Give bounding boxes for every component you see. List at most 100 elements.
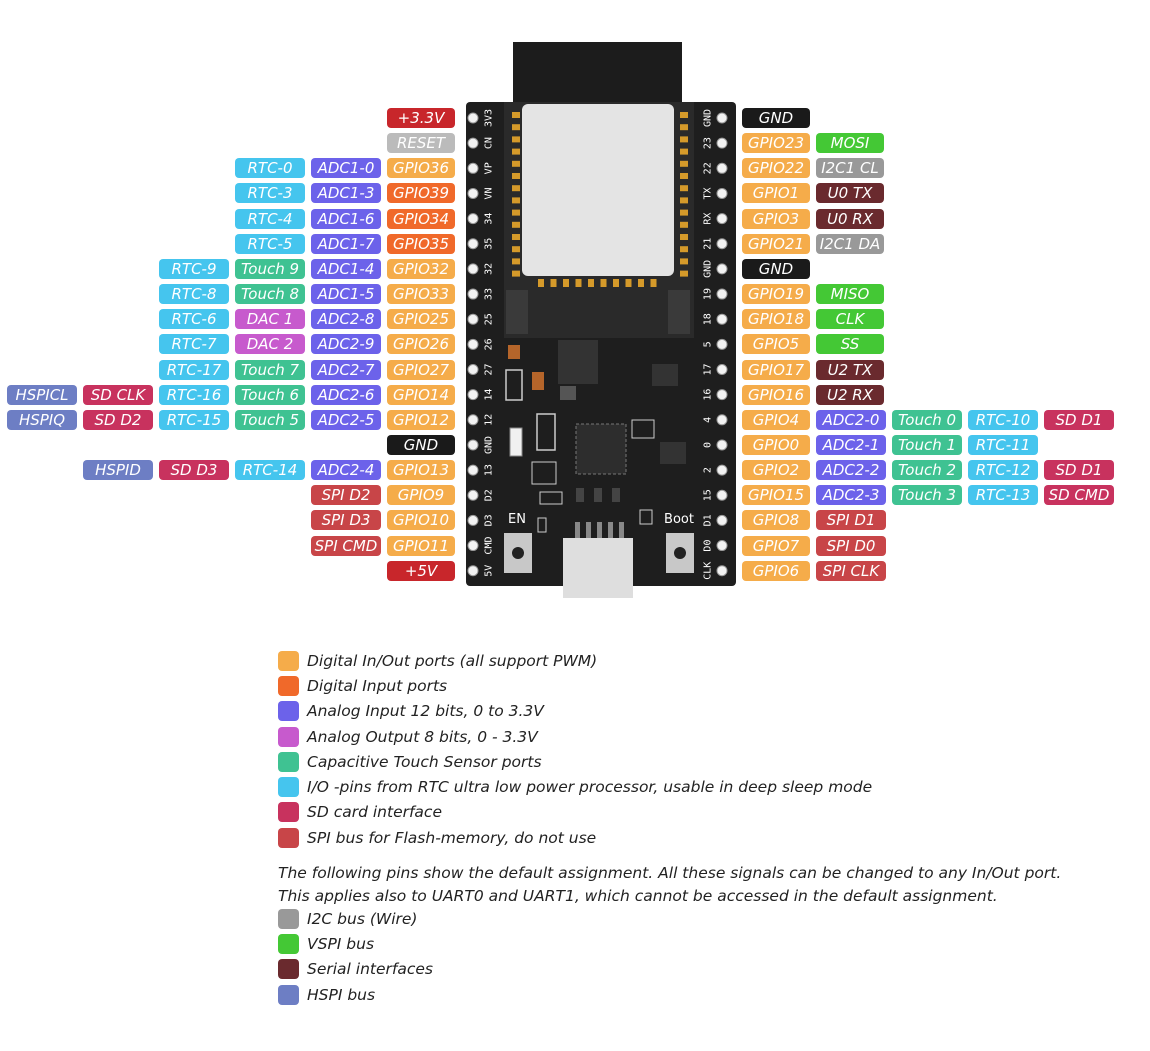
pin-silk-label: GND	[484, 436, 495, 454]
diode	[576, 488, 584, 502]
pin-label-spi-d0: SPI D0	[816, 535, 886, 556]
pin-label-gpio3: GPIO3	[742, 208, 810, 229]
castellation-pad	[680, 209, 688, 216]
pin-hole	[716, 489, 728, 501]
castellation-pad	[680, 173, 688, 179]
legend-swatch	[278, 827, 299, 848]
legend-item: VSPI bus	[278, 931, 1138, 956]
legend-item: HSPI bus	[278, 982, 1138, 1007]
legend: Digital In/Out ports (all support PWM)Di…	[278, 648, 1138, 850]
castellation-pad	[512, 148, 520, 155]
pin-hole	[716, 213, 728, 225]
pin-hole	[467, 263, 479, 275]
pin-label-dac-1: DAC 1	[235, 309, 305, 330]
legend-text: VSPI bus	[307, 934, 375, 953]
pin-label-gpio32: GPIO32	[387, 258, 455, 279]
pin-silk-label: CN	[484, 137, 495, 149]
legend-swatch	[278, 908, 299, 929]
castellation-pad	[512, 173, 520, 179]
pin-hole	[716, 137, 728, 149]
usb-pins	[575, 522, 624, 542]
pin-silk-label: 33	[484, 288, 495, 300]
pin-label-gpio0: GPIO0	[742, 434, 810, 455]
pin-label-gpio27: GPIO27	[387, 359, 455, 380]
pin-hole	[467, 414, 479, 426]
smd-part	[539, 491, 563, 505]
legend-swatch	[278, 984, 299, 1005]
pin-label-gpio19: GPIO19	[742, 284, 810, 305]
transistor	[660, 442, 686, 464]
pin-hole	[716, 514, 728, 526]
castellation-pad	[512, 160, 520, 167]
pin-hole	[716, 238, 728, 250]
pin-label-touch-7: Touch 7	[235, 359, 305, 380]
castellation-pad	[680, 234, 688, 240]
pin-label-dac-2: DAC 2	[235, 334, 305, 355]
note-line-1: The following pins show the default assi…	[278, 864, 1062, 882]
pin-label-touch-3: Touch 3	[892, 485, 962, 506]
legend-text: Serial interfaces	[307, 960, 433, 979]
pin-label-rtc-9: RTC-9	[159, 258, 229, 279]
legend-text: Analog Input 12 bits, 0 to 3.3V	[307, 702, 544, 721]
pin-label-adc1-4: ADC1-4	[311, 258, 381, 279]
pin-label-adc2-7: ADC2-7	[311, 359, 381, 380]
legend-text: Capacitive Touch Sensor ports	[307, 752, 542, 771]
legend-swatch	[278, 959, 299, 980]
pin-label-hspid: HSPID	[83, 460, 153, 481]
pin-hole	[467, 364, 479, 375]
pin-label-sd-d1: SD D1	[1044, 409, 1114, 430]
pin-label-gpio18: GPIO18	[742, 309, 810, 330]
antenna-area	[513, 42, 682, 104]
castellation-pad	[638, 279, 644, 287]
pin-silk-label: 15	[703, 489, 714, 501]
pin-label-u0-tx: U0 TX	[816, 183, 884, 204]
pin-label-rtc-13: RTC-13	[968, 485, 1038, 506]
pin-silkscreen: 3V3CNVPVN343532332526271412GND13D2D3CMD5…	[484, 109, 714, 580]
pin-hole	[716, 288, 728, 300]
legend-item: I/O -pins from RTC ultra low power proce…	[278, 774, 1138, 799]
castellation-pad	[680, 160, 688, 167]
pin-silk-label: GND	[703, 109, 714, 127]
pin-hole	[467, 464, 479, 476]
pin-label-gpio6: GPIO6	[742, 560, 810, 581]
legend-item: SD card interface	[278, 800, 1138, 825]
pin-label-adc1-5: ADC1-5	[311, 284, 381, 305]
pin-label-touch-5: Touch 5	[235, 409, 305, 430]
usb-connector[interactable]	[563, 538, 633, 598]
pin-label-gpio2: GPIO2	[742, 460, 810, 481]
pin-silk-label: TX	[703, 187, 714, 199]
pin-hole	[467, 288, 479, 300]
pin-hole	[467, 439, 479, 451]
legend-text: Digital In/Out ports (all support PWM)	[307, 651, 598, 670]
pin-label-touch-0: Touch 0	[892, 409, 962, 430]
castellation-pad	[512, 209, 520, 216]
castellation-pad	[550, 279, 557, 287]
pin-label-spi-clk: SPI CLK	[816, 560, 886, 581]
castellation-pad	[588, 279, 594, 287]
castellation-pad	[680, 246, 688, 253]
pin-hole	[716, 162, 728, 174]
legend-item: Analog Output 8 bits, 0 - 3.3V	[278, 724, 1138, 749]
pin-label-adc2-0: ADC2-0	[816, 409, 886, 430]
pin-silk-label: 23	[703, 137, 714, 149]
pin-label-sd-d2: SD D2	[83, 409, 153, 430]
pin-label-u2-tx: U2 TX	[816, 359, 884, 380]
pin-label-gpio7: GPIO7	[742, 535, 810, 556]
usb-uart-chip	[575, 423, 627, 475]
pin-hole	[716, 338, 728, 350]
pin-hole	[716, 540, 728, 552]
pin-label-gpio39: GPIO39	[387, 183, 455, 204]
castellation-pad	[575, 279, 582, 287]
metal-shield	[522, 104, 674, 276]
castellation-pad	[538, 279, 544, 287]
pin-label-gpio11: GPIO11	[387, 535, 455, 556]
castellation-pad	[512, 270, 520, 277]
boot-label: Boot	[664, 512, 694, 527]
pin-label-ss: SS	[816, 334, 884, 355]
castellation-pad	[625, 279, 632, 287]
pin-label-gpio23: GPIO23	[742, 133, 810, 154]
pin-hole	[467, 489, 479, 501]
pin-label-adc2-5: ADC2-5	[311, 409, 381, 430]
pin-label-adc2-2: ADC2-2	[816, 460, 886, 481]
castellation-pad	[680, 112, 688, 118]
